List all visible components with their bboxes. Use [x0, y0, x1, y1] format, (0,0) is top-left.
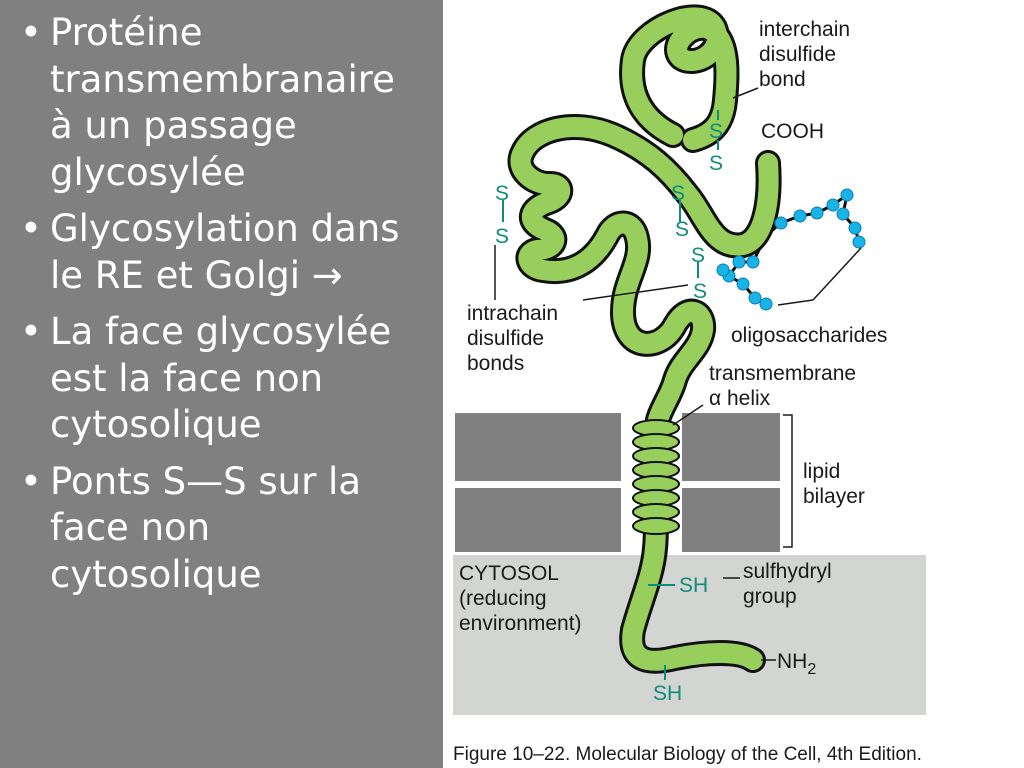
- bilayer-bracket: [783, 414, 793, 548]
- bullet-line: transmembranaire: [50, 57, 395, 101]
- bullet-dot: •: [20, 310, 42, 353]
- transmembrane-helix: [632, 419, 680, 535]
- bullet-line: face non: [50, 506, 211, 549]
- leader-lines: [494, 87, 862, 661]
- membrane-block: [455, 413, 621, 481]
- cytosol-region: [453, 555, 926, 715]
- s-atom: S: [709, 152, 723, 175]
- s-atom: S: [693, 280, 707, 303]
- membrane-block: [682, 488, 780, 552]
- oligosaccharide-sugars: [716, 188, 866, 311]
- cooh-label: COOH: [761, 120, 824, 143]
- bullet-line: le RE et Golgi →: [50, 253, 343, 297]
- membrane-block: [682, 413, 780, 481]
- bullet-line: Ponts S—S sur la: [50, 459, 362, 503]
- bullet-line: cytosolique: [50, 552, 262, 596]
- s-atom: S: [495, 182, 509, 205]
- sh-group: SH: [679, 574, 708, 597]
- bullet-line: La face glycosylée: [50, 310, 392, 353]
- nh2-label: NH2: [777, 650, 816, 678]
- bullet-dot: •: [20, 207, 42, 250]
- sh-group: SH: [653, 682, 682, 705]
- s-atom: S: [709, 120, 723, 143]
- bullet-line: cytosolique: [50, 403, 262, 446]
- protein-chain: [507, 4, 782, 674]
- bullet-line: Protéine: [50, 11, 203, 54]
- s-atom: S: [495, 225, 509, 248]
- bullet-line: Glycosylation dans: [50, 207, 400, 250]
- s-atom: S: [691, 244, 705, 267]
- bullet-line: glycosylée: [50, 150, 246, 194]
- oligosaccharides-label: oligosaccharides: [731, 324, 887, 347]
- bullet-dot: •: [20, 11, 42, 54]
- bullet-dot: •: [20, 459, 42, 503]
- s-atom: S: [671, 182, 685, 205]
- figure-caption: Figure 10–22. Molecular Biology of the C…: [453, 744, 922, 765]
- disulfide-bonds: [502, 110, 719, 278]
- s-atom: S: [675, 218, 689, 241]
- bullet-line: à un passage: [50, 104, 297, 147]
- membrane-block: [455, 488, 621, 552]
- bullet-line: est la face non: [50, 356, 324, 400]
